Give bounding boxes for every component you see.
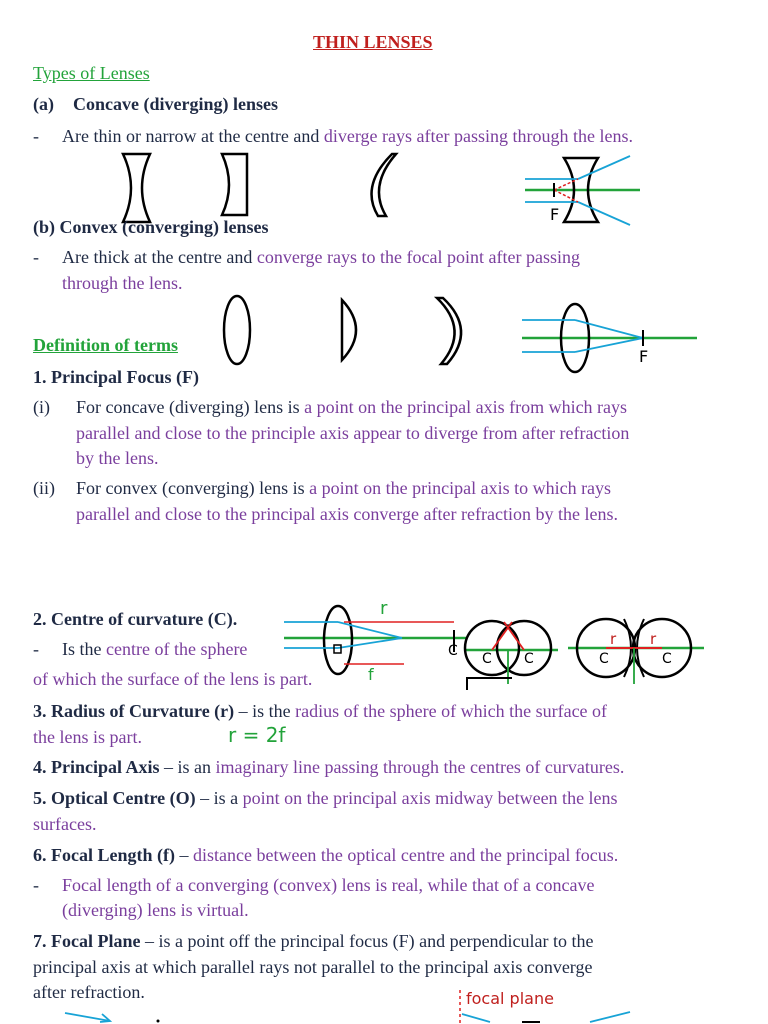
principal-focus-ii-num: (ii) [33,478,55,498]
focal-length-line: 6. Focal Length (f) – distance between t… [33,845,619,865]
optical-centre-line1: 5. Optical Centre (O) – is a point on th… [33,788,618,808]
focal-plane-line1: 7. Focal Plane – is a point off the prin… [33,931,594,951]
radius-line2: the lens is part. [33,727,142,747]
focal-plane-label: focal plane [466,989,554,1008]
centre-curvature-line2: of which the surface of the lens is part… [33,669,313,689]
curvature-f-label: f [368,665,374,684]
focal-plane-ray-diagram-right [459,990,631,1024]
radius-c-label-1: C [599,651,609,667]
principal-focus-ii-line2: parallel and close to the principal axis… [76,504,618,524]
radius-r-label-2: r [650,630,657,648]
radius-formula: r = 2f [228,723,286,747]
curvature-c-label-1: C [448,643,458,659]
curvature-c-label-3: C [524,651,534,667]
focal-plane-ray-diagram-left [64,1012,160,1023]
convex-bullet: - [33,247,39,267]
principal-focus-i-line1: For concave (diverging) lens is a point … [76,397,628,417]
centre-curvature-bullet: - [33,639,39,659]
centre-curvature-heading: 2. Centre of curvature (C). [33,609,238,629]
curvature-ray-diagram [284,604,467,676]
radius-line1: 3. Radius of Curvature (r) – is the radi… [33,701,608,721]
convex-lens-shapes [222,294,463,366]
concave-description: Are thin or narrow at the centre and div… [62,126,633,146]
focal-length-bullet: - [33,875,39,895]
types-heading: Types of Lenses [33,63,150,83]
concave-heading: Concave (diverging) lenses [73,94,278,114]
centre-curvature-line1: Is the centre of the sphere [62,639,248,659]
radius-c-label-2: C [662,651,672,667]
convex-focus-letter: F [639,347,649,366]
focal-plane-line2: principal axis at which parallel rays no… [33,957,593,977]
radius-r-label-1: r [610,630,617,648]
definitions-heading: Definition of terms [33,335,178,355]
focal-length-note2: (diverging) lens is virtual. [62,900,249,920]
diverging-ray-diagram [525,155,640,226]
principal-focus-ii-line1: For convex (converging) lens is a point … [76,478,612,498]
curvature-r-label: r [380,598,388,619]
focal-length-note1: Focal length of a converging (convex) le… [62,875,595,895]
curvature-c-label-2: C [482,651,492,667]
convex-description-1: Are thick at the centre and converge ray… [62,247,580,267]
convex-description-2: through the lens. [62,273,183,293]
principal-focus-heading: 1. Principal Focus (F) [33,367,199,387]
page-title: THIN LENSES [313,32,433,52]
concave-lens-shapes [121,152,399,224]
principal-focus-i-num: (i) [33,397,50,417]
converging-ray-diagram [522,302,697,374]
principal-focus-i-line3: by the lens. [76,448,159,468]
principal-focus-i-line2: parallel and close to the principle axis… [76,423,630,443]
concave-focus-letter: F [550,205,560,224]
convex-heading: (b) Convex (converging) lenses [33,217,269,237]
optical-centre-line2: surfaces. [33,814,97,834]
principal-axis-line: 4. Principal Axis – is an imaginary line… [33,757,625,777]
overlapping-circles-diagram [463,619,558,690]
concave-label: (a) [33,94,54,114]
focal-plane-line3: after refraction. [33,982,145,1002]
concave-bullet: - [33,126,39,146]
radius-spheres-diagram [568,617,704,684]
